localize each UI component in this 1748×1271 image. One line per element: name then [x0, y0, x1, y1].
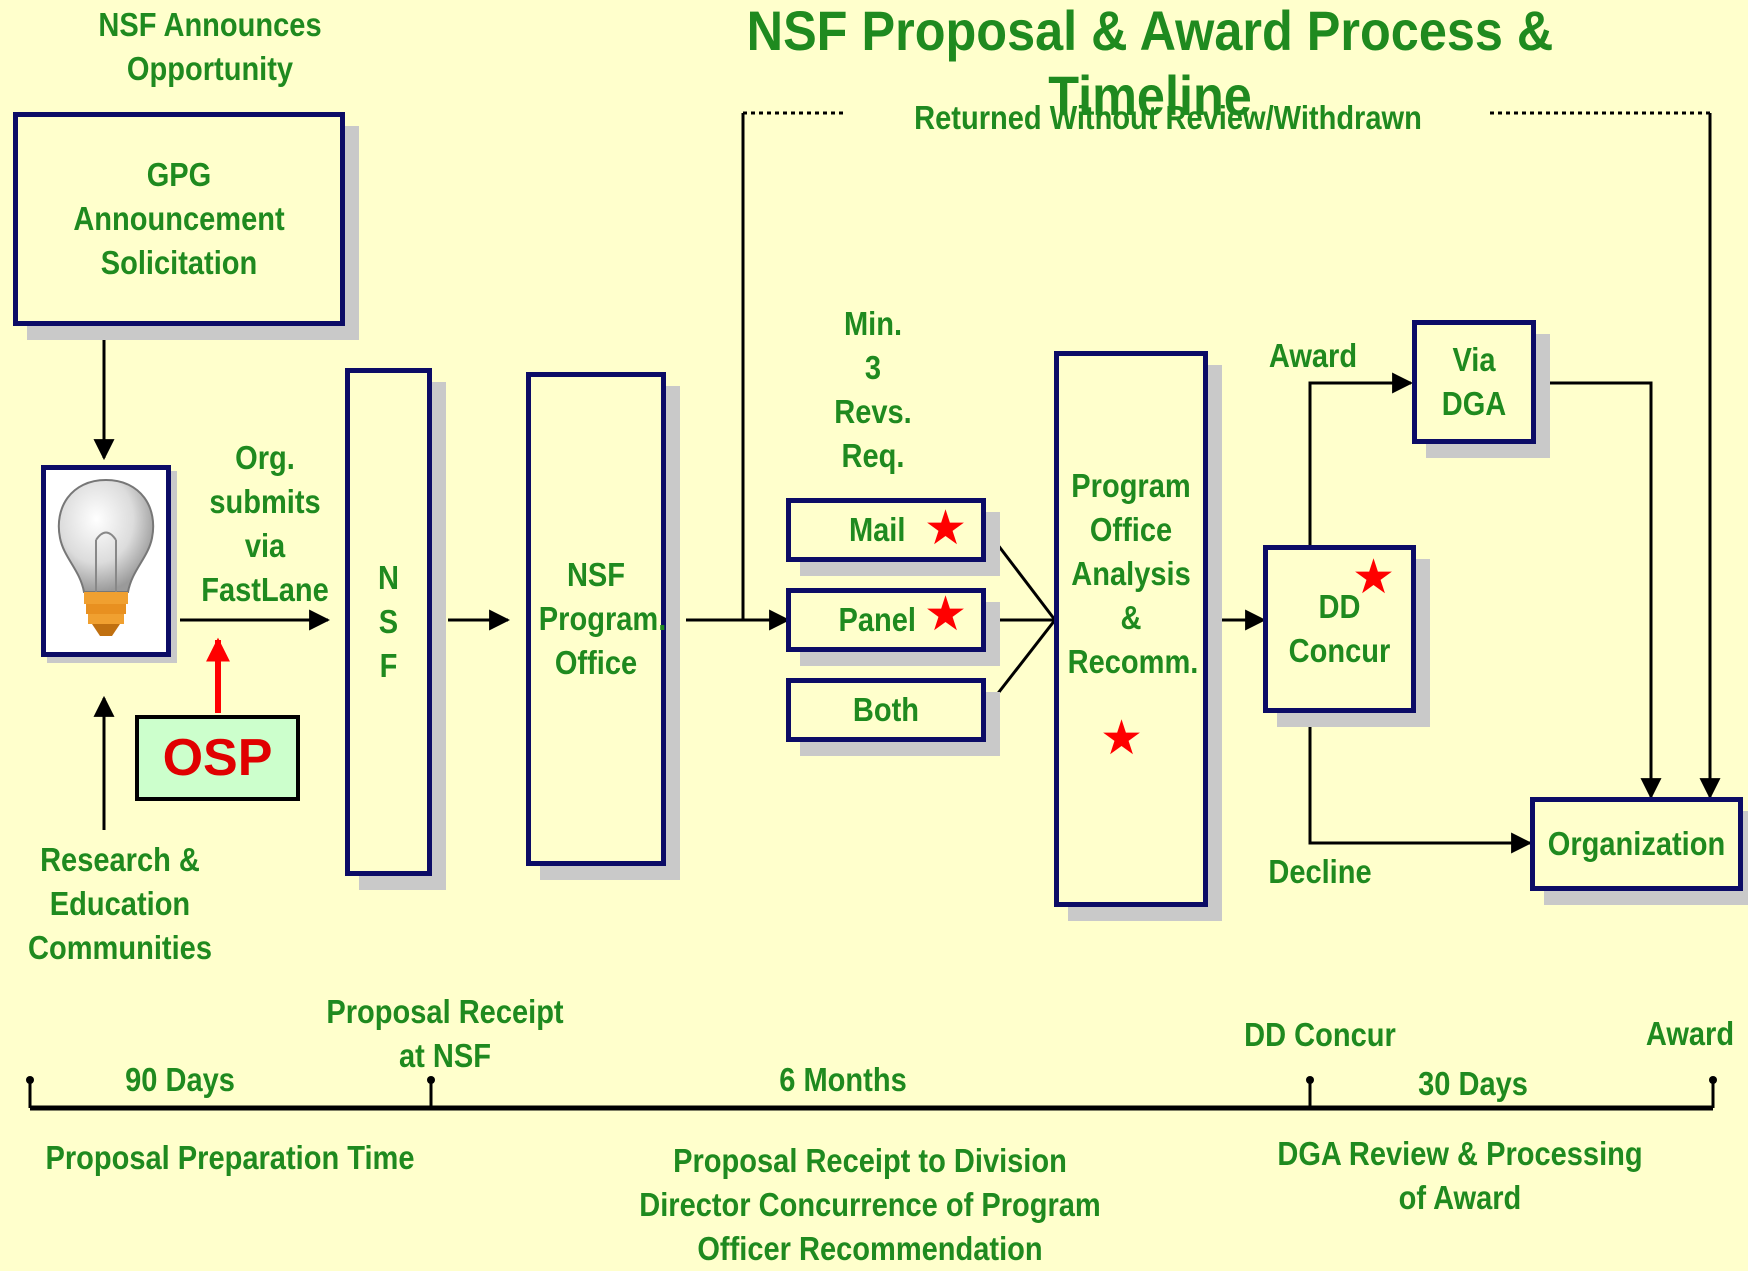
- page-title: NSF Proposal & Award Process & Timeline: [746, 0, 1554, 127]
- program-office-box: NSF Program. Office: [526, 372, 666, 866]
- dga-to-org-arrow: [1550, 381, 1662, 800]
- timeline-6-months: 6 Months: [779, 1061, 907, 1098]
- gpg-box: GPG Announcement Solicitation: [13, 112, 345, 326]
- timeline-dd-concur: DD Concur: [1244, 1016, 1396, 1053]
- award-path-arrow: [1308, 372, 1414, 545]
- osp-box: OSP: [135, 715, 300, 801]
- both-to-analysis-line: [983, 619, 1057, 711]
- min-reviews-label: Min. 3 Revs. Req.: [834, 305, 912, 474]
- light-bulb-icon: [57, 478, 155, 636]
- nsf-box: N S F: [345, 368, 432, 876]
- timeline-prep-time: Proposal Preparation Time: [45, 1139, 415, 1176]
- star-icon: ★: [1100, 712, 1144, 765]
- research-communities-label: Research & Education Communities: [28, 841, 212, 966]
- timeline-30-days: 30 Days: [1418, 1065, 1528, 1102]
- star-icon: ★: [924, 502, 968, 555]
- via-dga-box: Via DGA: [1412, 320, 1536, 444]
- decline-branch-label: Decline: [1268, 853, 1372, 890]
- award-branch-label: Award: [1268, 337, 1358, 374]
- idea-frame: [41, 465, 171, 657]
- review-mail-box: Mail: [786, 498, 986, 562]
- timeline-proposal-receipt: Proposal Receipt at NSF: [326, 993, 564, 1074]
- organization-box: Organization: [1530, 797, 1743, 891]
- timeline-receipt-to-division: Proposal Receipt to Division Director Co…: [639, 1142, 1101, 1267]
- announces-label: NSF Announces Opportunity: [98, 6, 322, 87]
- returned-label: Returned Without Review/Withdrawn: [914, 99, 1422, 136]
- star-icon: ★: [924, 588, 968, 641]
- timeline-award: Award: [1645, 1015, 1735, 1052]
- star-icon: ★: [1352, 551, 1396, 604]
- decline-path-arrow: [1308, 712, 1533, 854]
- program-analysis-box: Program Office Analysis & Recomm.: [1054, 351, 1208, 907]
- org-submits-label: Org. submits via FastLane: [201, 439, 329, 608]
- dd-concur-box: DD Concur: [1263, 545, 1416, 713]
- timeline-dga-review: DGA Review & Processing of Award: [1277, 1135, 1643, 1216]
- timeline-90-days: 90 Days: [125, 1061, 235, 1098]
- mail-to-analysis-line: [983, 527, 1057, 621]
- review-both-box: Both: [786, 678, 986, 742]
- review-panel-box: Panel: [786, 588, 986, 652]
